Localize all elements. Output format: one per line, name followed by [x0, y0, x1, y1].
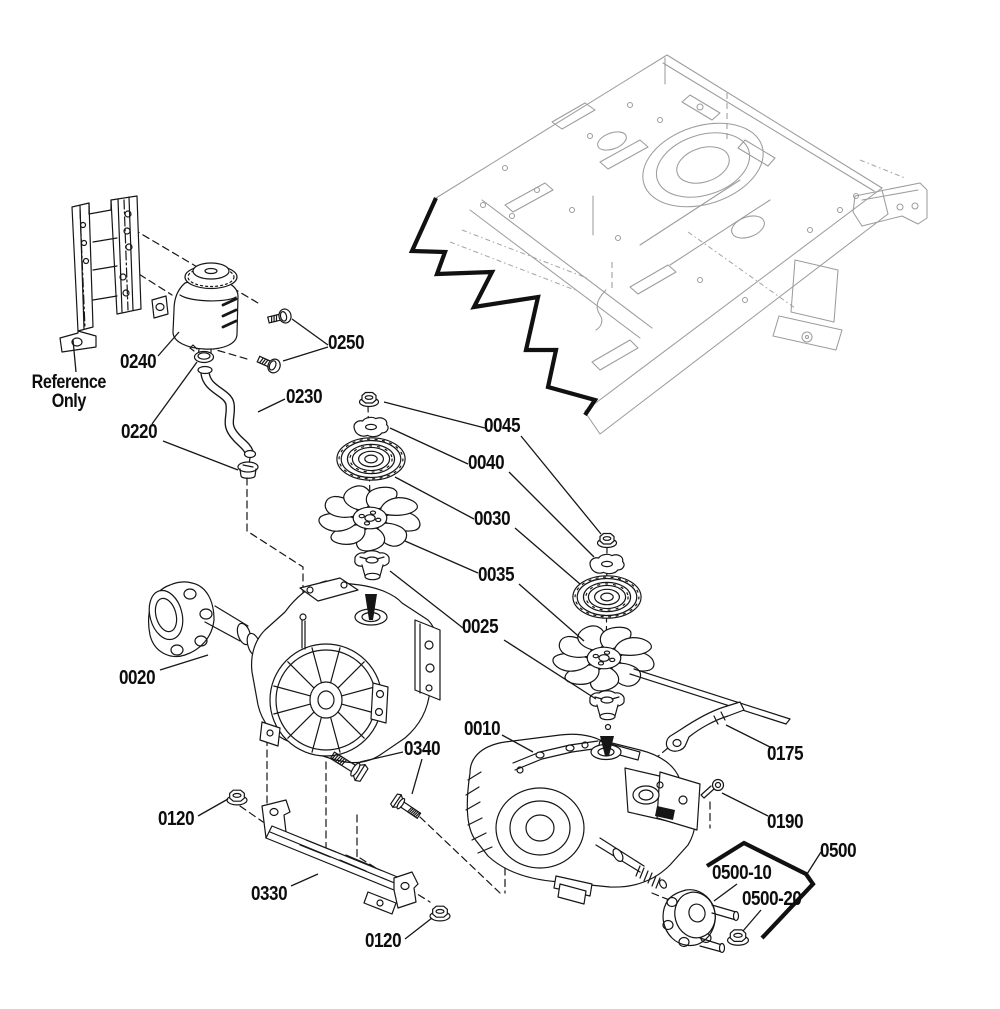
- coupler-0025-right: [589, 690, 625, 721]
- callout-0175: 0175: [767, 743, 804, 765]
- nut-0045-left: [358, 391, 380, 408]
- callout-0230: 0230: [286, 386, 323, 408]
- callout-0220: 0220: [121, 421, 158, 443]
- callout-0330: 0330: [251, 883, 288, 905]
- screw-0250-b: [255, 352, 283, 376]
- nut-0500-20: [726, 929, 750, 946]
- callout-0120-left: 0120: [158, 808, 195, 830]
- washer-0040-left: [353, 416, 389, 438]
- nut-0120-left: [226, 789, 248, 806]
- bolt-0340-b: [389, 792, 424, 823]
- callout-0020: 0020: [119, 667, 156, 689]
- reference-mount-bracket: [60, 196, 141, 352]
- callout-0500-20: 0500-20: [742, 888, 802, 910]
- coupler-0025-left: [354, 550, 390, 581]
- callout-0040: 0040: [468, 452, 505, 474]
- transaxle-0010: [466, 734, 700, 904]
- callout-0250: 0250: [328, 332, 365, 354]
- callout-0025: 0025: [462, 616, 499, 638]
- callout-0045: 0045: [484, 415, 521, 437]
- callout-0340: 0340: [404, 738, 441, 760]
- callout-0240: 0240: [120, 351, 157, 373]
- frame-break-line: [412, 198, 595, 415]
- leader-lines: [73, 319, 821, 939]
- callout-0035: 0035: [478, 564, 515, 586]
- callout-0500-10: 0500-10: [712, 862, 772, 884]
- washer-0040-right: [589, 553, 625, 575]
- screw-0250-a: [266, 307, 294, 328]
- hose-0230: [198, 367, 256, 458]
- hose-cap-0220-lower: [238, 462, 258, 478]
- nut-0120-bottom: [429, 905, 451, 922]
- pin-right-stack: [606, 725, 611, 730]
- pin-0190: [701, 780, 724, 799]
- transaxle-0020: [144, 578, 440, 763]
- kit-0500-bracket: [707, 843, 813, 938]
- callout-0500: 0500: [820, 840, 857, 862]
- pulley-0030-left: [336, 437, 406, 481]
- callout-0030: 0030: [474, 508, 511, 530]
- chassis-frame: [436, 55, 927, 434]
- fan-0035-right: [550, 624, 655, 692]
- lever-0175: [630, 669, 790, 751]
- hub-0500-10: [663, 888, 739, 953]
- callout-0190: 0190: [767, 811, 804, 833]
- callout-0010: 0010: [464, 718, 501, 740]
- reference-only-note: Reference Only: [31, 372, 107, 412]
- bar-0330: [262, 800, 418, 914]
- callout-0120-bottom: 0120: [365, 930, 402, 952]
- pulley-0030-right: [572, 575, 642, 619]
- nut-0045-right: [596, 532, 618, 549]
- hose-clamp-0220-upper: [190, 345, 214, 363]
- reservoir-0240: [152, 263, 238, 359]
